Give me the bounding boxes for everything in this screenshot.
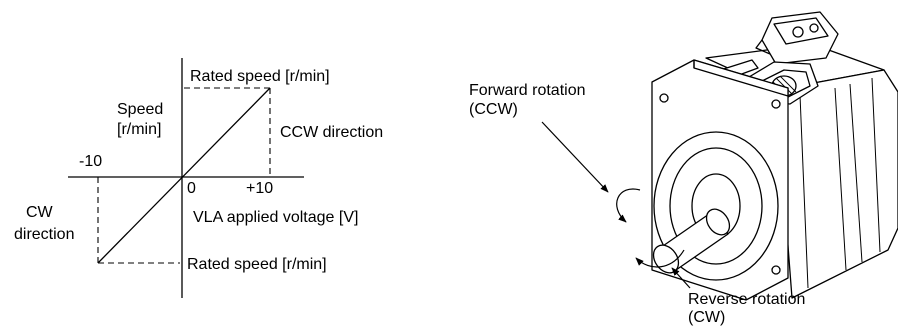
x-axis-label: VLA applied voltage [V] — [193, 209, 358, 226]
rotation-arrows — [541, 121, 691, 289]
output-shaft — [652, 208, 731, 274]
tick-zero: 0 — [187, 180, 196, 197]
mount-hole-bottom-right — [771, 265, 781, 275]
tick-plus10: +10 — [246, 180, 273, 197]
cw-label-line2: direction — [14, 226, 74, 243]
reverse-rotation-arc-icon — [635, 249, 685, 268]
cw-label-line1: CW — [26, 204, 54, 221]
rated-speed-bottom-label: Rated speed [r/min] — [187, 256, 327, 273]
mount-hole-top-left — [659, 93, 669, 103]
characteristic-line — [97, 87, 271, 264]
ccw-direction-label: CCW direction — [280, 124, 383, 141]
speed-voltage-graph — [68, 58, 304, 298]
encoder-connector — [755, 11, 839, 65]
speed-label-line1: Speed — [117, 101, 163, 118]
mount-hole-top-right — [771, 99, 781, 109]
servo-motor-illustration — [651, 11, 898, 301]
forward-rotation-arc-icon — [616, 188, 641, 223]
motor-body-side — [775, 69, 898, 299]
tick-minus10: -10 — [79, 153, 102, 170]
forward-rotation-label-line1: Forward rotation — [469, 82, 586, 99]
forward-leader-line — [541, 121, 609, 193]
forward-rotation-label-line2: (CCW) — [469, 101, 518, 118]
reverse-rotation-label-line1: Reverse rotation — [688, 291, 805, 308]
reverse-rotation-label-line2: (CW) — [688, 309, 725, 326]
rated-speed-top-label: Rated speed [r/min] — [190, 68, 330, 85]
reverse-leader-line — [671, 267, 691, 289]
speed-label-line2: [r/min] — [117, 121, 161, 138]
